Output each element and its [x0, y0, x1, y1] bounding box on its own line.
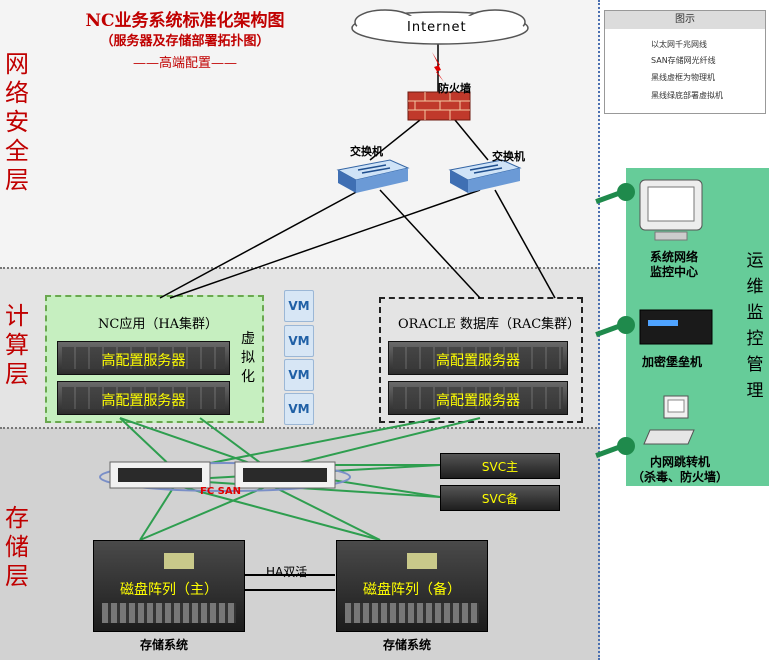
legend-header: 图示 — [605, 11, 765, 29]
oracle-rac-cluster-box — [379, 297, 583, 423]
switch-icon — [336, 159, 410, 193]
layer-divider — [0, 267, 600, 269]
san-line — [199, 417, 271, 471]
nc-cluster-label: NC应用（HA集群） — [98, 317, 219, 332]
layer-label-compute: 计算层 — [5, 302, 29, 388]
svc-main: SVC主 — [440, 453, 560, 479]
ops-label: 运维监控管理 — [746, 251, 764, 401]
monitor-icon — [639, 179, 703, 241]
diagram-title: NC业务系统标准化架构图 — [85, 11, 285, 31]
bastion-label: 加密堡垒机 — [642, 355, 703, 369]
fc-san-switch-icon — [99, 461, 351, 492]
ethernet-line — [369, 119, 421, 161]
security-layer-band — [0, 0, 600, 268]
firewall-label: 防火墙 — [438, 82, 471, 95]
ethernet-line — [169, 189, 481, 299]
vm-icon: VM — [284, 325, 314, 357]
virtualization-label: 虚拟化 — [241, 331, 255, 385]
storage-system-label-1: 存储系统 — [140, 638, 189, 652]
config-label: ——高端配置—— — [132, 56, 237, 71]
key-icon — [595, 437, 635, 458]
san-line — [174, 484, 381, 541]
oracle-cluster-label: ORACLE 数据库（RAC集群） — [398, 317, 581, 332]
nc-server-1: 高配置服务器 — [57, 341, 230, 375]
layer-label-storage: 存储层 — [5, 504, 29, 590]
bastion-host-icon — [639, 309, 713, 345]
db-server-2: 高配置服务器 — [388, 381, 568, 415]
ethernet-line — [379, 189, 481, 299]
ethernet-line — [159, 189, 361, 299]
jump-host-icon — [643, 395, 695, 445]
legend-item: 以太网千兆网线 — [651, 40, 707, 49]
layer-divider — [0, 427, 600, 429]
lightning-icon — [432, 52, 444, 82]
san-line — [119, 417, 271, 471]
ethernet-line — [494, 189, 556, 299]
layer-label-security: 网络安全层 — [5, 50, 29, 194]
switch-icon — [448, 159, 522, 193]
switch-label-1: 交换机 — [350, 145, 383, 158]
disk-array-backup: 磁盘阵列（备） — [336, 540, 488, 632]
vm-icon: VM — [284, 290, 314, 322]
internet-cloud-icon — [351, 9, 529, 45]
jump-host-label: 内网跳转机（杀毒、防火墙） — [632, 455, 729, 484]
internet-label: Internet — [407, 20, 467, 35]
ops-divider — [598, 0, 600, 660]
ha-active-label: HA双活 — [266, 565, 308, 579]
storage-system-label-2: 存储系统 — [383, 638, 432, 652]
svc-backup: SVC备 — [440, 485, 560, 511]
vm-icon: VM — [284, 393, 314, 425]
key-icon — [595, 183, 635, 204]
vm-icon: VM — [284, 359, 314, 391]
switch-label-2: 交换机 — [492, 150, 525, 163]
nc-server-2: 高配置服务器 — [57, 381, 230, 415]
san-line — [174, 417, 441, 471]
monitor-center-label: 系统网络监控中心 — [650, 250, 699, 279]
san-line — [269, 484, 381, 541]
firewall-icon — [407, 91, 471, 121]
san-line — [269, 417, 481, 471]
disk-array-main: 磁盘阵列（主） — [93, 540, 245, 632]
key-icon — [595, 316, 635, 337]
legend-item: 黑线绿底部署虚拟机 — [651, 91, 723, 100]
fc-san-label: FC SAN — [200, 486, 241, 497]
san-line — [139, 484, 271, 541]
san-line — [139, 484, 176, 541]
legend-item: 黑线虚框为物理机 — [651, 73, 715, 82]
legend-item: SAN存储网光纤线 — [651, 56, 716, 65]
legend: 图示 以太网千兆网线 SAN存储网光纤线 黑线虚框为物理机 黑线绿底部署虚拟机 — [604, 10, 766, 114]
diagram-subtitle: （服务器及存储部署拓扑图） — [100, 34, 270, 49]
db-server-1: 高配置服务器 — [388, 341, 568, 375]
ethernet-line — [454, 119, 489, 161]
san-line — [119, 417, 176, 471]
